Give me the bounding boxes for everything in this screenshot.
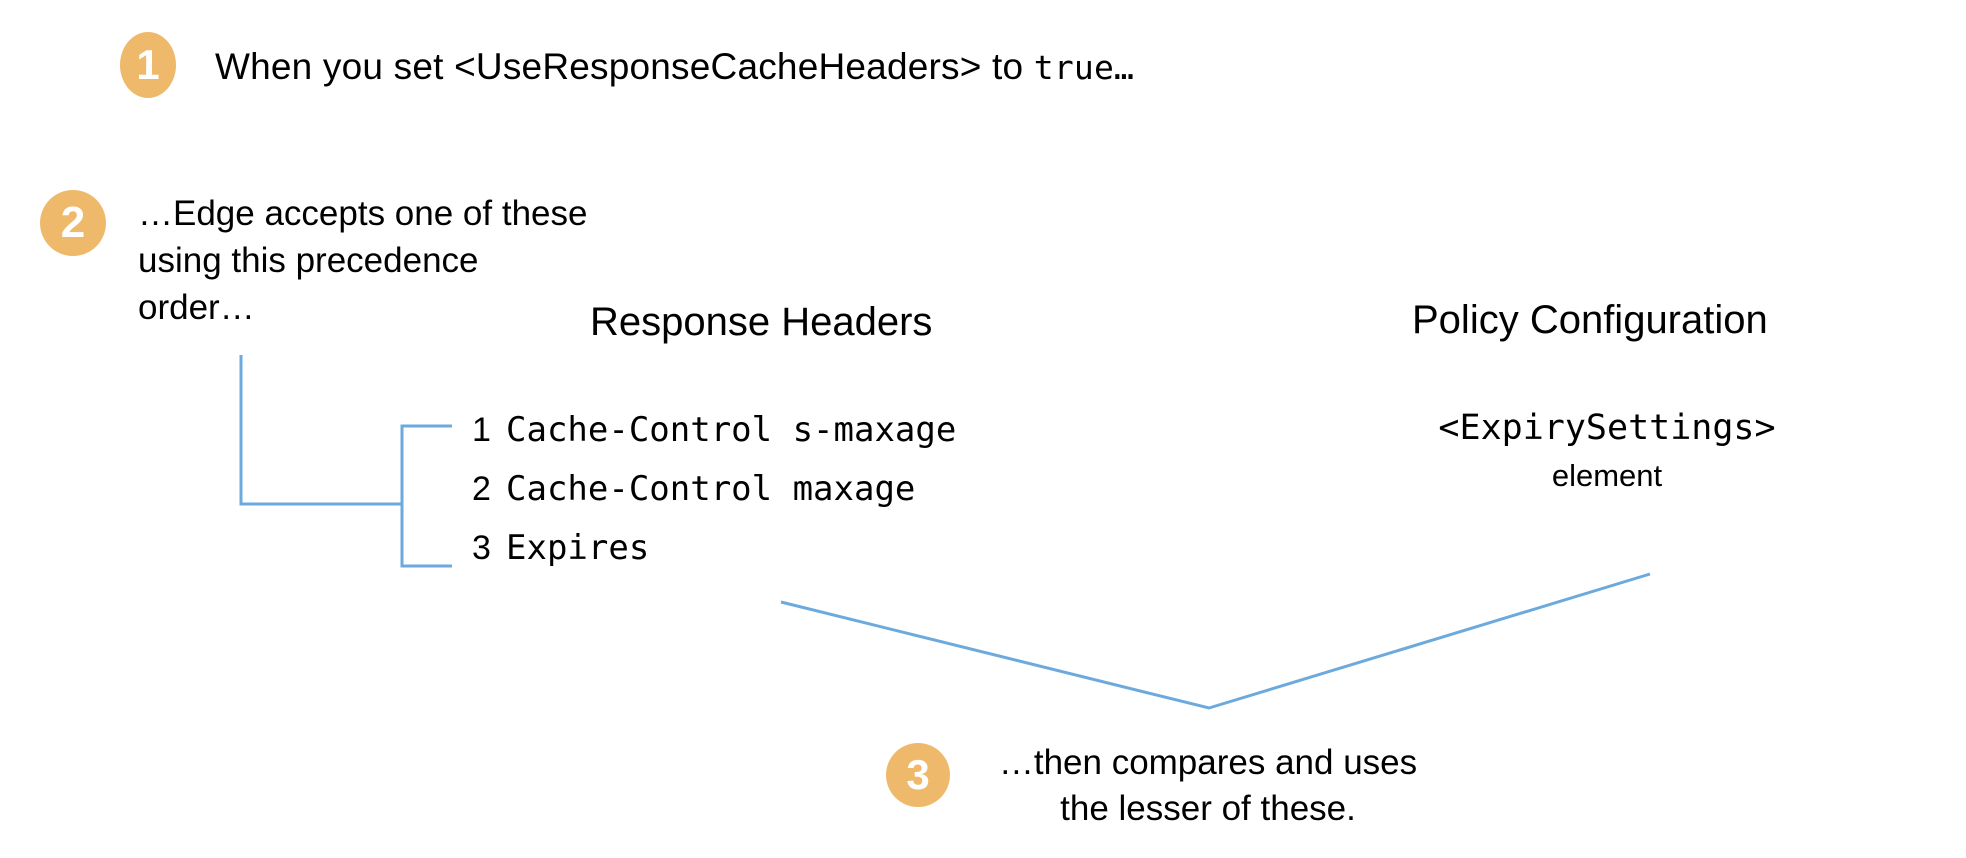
step-1-text-value: true… [1033, 48, 1135, 87]
step-2-line-3: order… [138, 288, 255, 327]
comparison-v-connector [780, 572, 1651, 710]
list-item-value: Expires [506, 528, 650, 568]
list-item-index: 2 [472, 470, 491, 508]
list-item: 3 Expires [472, 528, 956, 587]
step-badge-1: 1 [120, 32, 176, 98]
list-item: 2 Cache-Control maxage [472, 469, 956, 528]
step-3-line-2: the lesser of these. [1060, 789, 1356, 828]
precedence-brace [400, 424, 452, 568]
step-1-text: When you set <UseResponseCacheHeaders> t… [215, 46, 1134, 88]
step-1-text-prefix: When you set <UseResponseCacheHeaders> t… [215, 46, 1034, 87]
list-item-index: 1 [472, 411, 491, 449]
list-item-index: 3 [472, 529, 491, 567]
policy-configuration-heading: Policy Configuration [1412, 298, 1768, 342]
step-badge-3: 3 [886, 743, 950, 807]
step-3-text: …then compares and uses the lesser of th… [978, 740, 1438, 832]
response-headers-heading: Response Headers [590, 300, 933, 344]
step-2-line-2: using this precedence [138, 241, 479, 280]
policy-element-block: <ExpirySettings> element [1412, 408, 1802, 494]
expiry-settings-label: element [1551, 458, 1663, 493]
step-2-text: …Edge accepts one of these using this pr… [138, 190, 658, 331]
step-2-line-1: …Edge accepts one of these [138, 194, 588, 233]
step-badge-2: 2 [40, 190, 106, 256]
step2-elbow-connector [239, 355, 402, 506]
precedence-order-list: 1 Cache-Control s-maxage 2 Cache-Control… [472, 410, 956, 587]
expiry-settings-tag: <ExpirySettings> [1438, 408, 1776, 448]
list-item: 1 Cache-Control s-maxage [472, 410, 956, 469]
step-3-line-1: …then compares and uses [998, 743, 1418, 782]
list-item-value: Cache-Control maxage [506, 469, 916, 509]
list-item-value: Cache-Control s-maxage [506, 410, 957, 450]
